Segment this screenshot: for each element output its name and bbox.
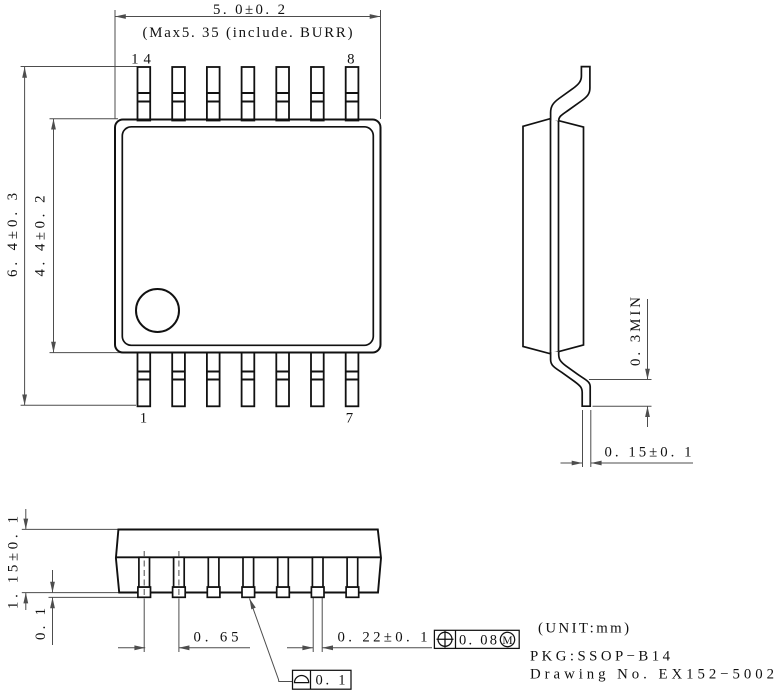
svg-text:0. 3MIN: 0. 3MIN [628,297,644,366]
svg-text:(UNIT:mm): (UNIT:mm) [538,621,629,637]
svg-text:Drawing No. EX152−5002: Drawing No. EX152−5002 [530,667,774,683]
svg-text:8: 8 [347,52,354,68]
svg-text:6. 4±0. 3: 6. 4±0. 3 [5,193,21,277]
svg-text:M: M [502,635,512,647]
svg-text:1: 1 [140,411,147,427]
svg-text:14: 14 [131,52,156,68]
svg-text:(Max5. 35 (include. BURR): (Max5. 35 (include. BURR) [143,25,353,41]
svg-text:5. 0±0. 2: 5. 0±0. 2 [213,2,285,18]
svg-text:4. 4±0. 2: 4. 4±0. 2 [33,196,49,277]
svg-text:7: 7 [346,411,353,427]
